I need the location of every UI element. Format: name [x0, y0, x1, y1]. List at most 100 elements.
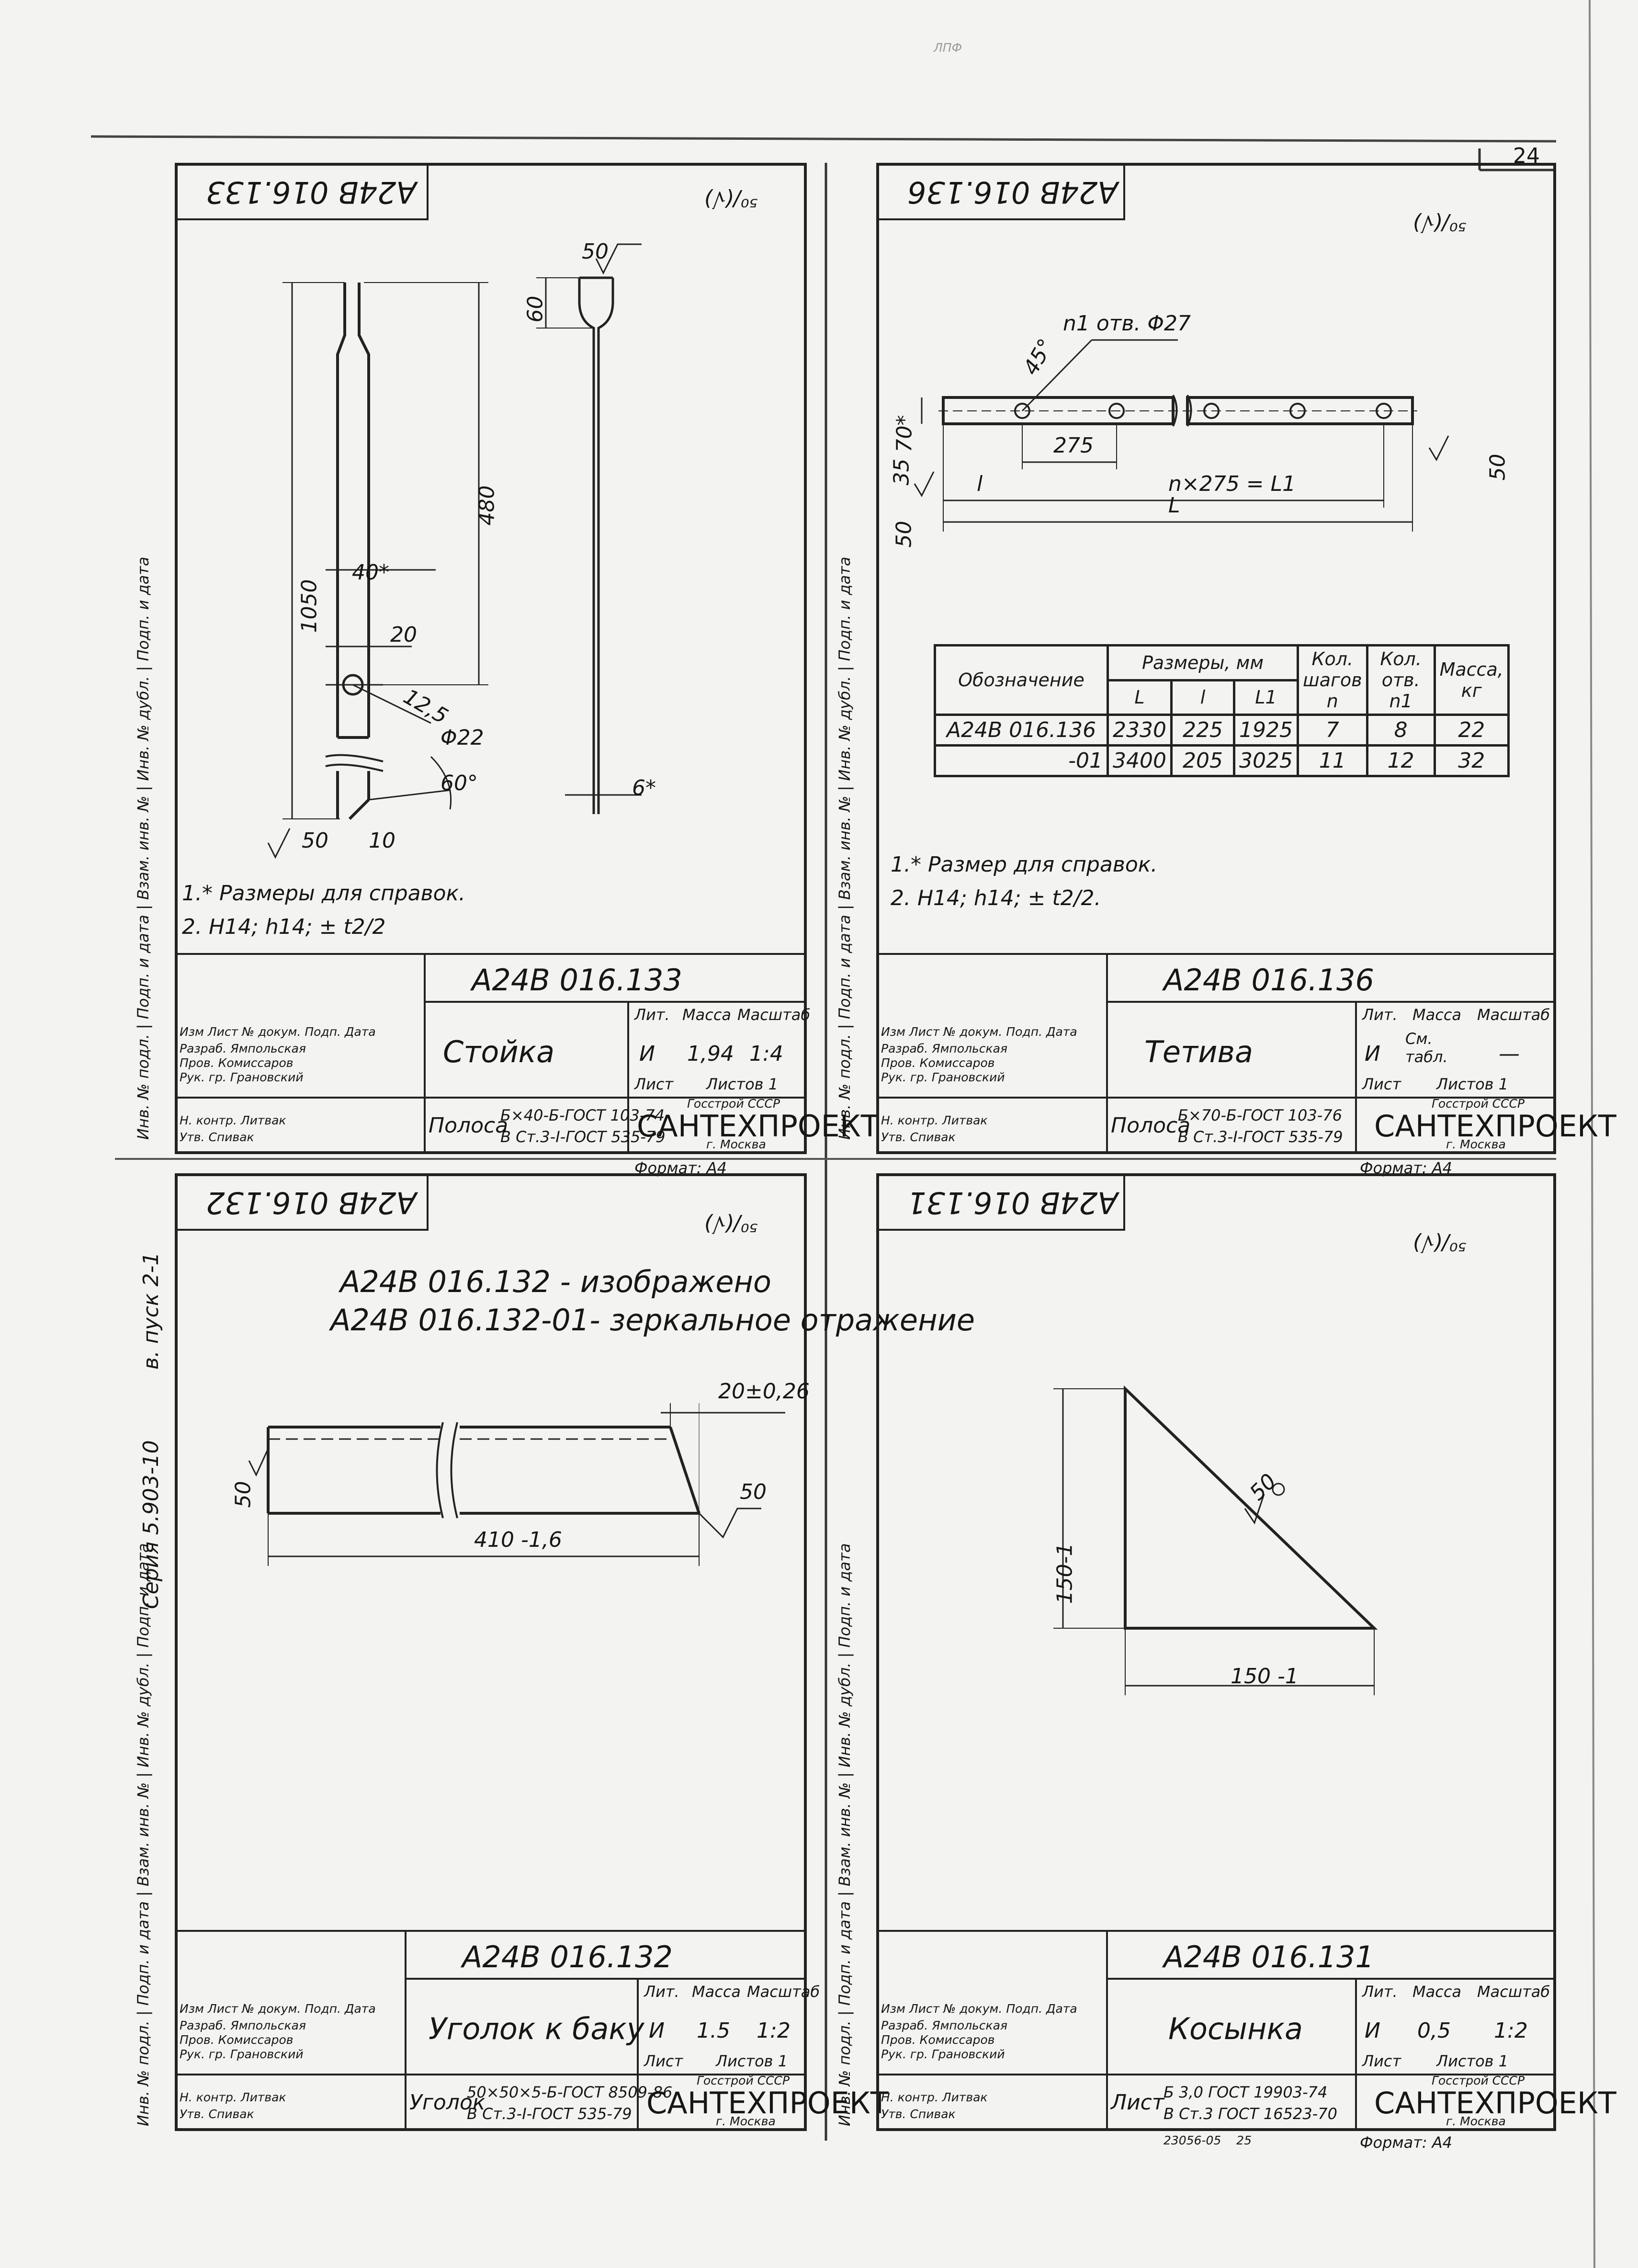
side-labels-bottom-right: Инв. № подл. | Подп. и дата | Взам. инв.… [836, 1543, 854, 2126]
mark-50-right-132: 50 [740, 1480, 767, 1504]
dim-height-70: 70* [892, 415, 917, 453]
mark-50-left-136: 50 [892, 521, 916, 548]
tb131-person-3: Литвак [942, 2090, 988, 2104]
tb136-person-2: Грановский [931, 1070, 1005, 1084]
tb133-sheet: Лист [634, 1075, 674, 1093]
spec-col-steps: Кол. шагов n [1296, 644, 1368, 716]
side-label-3: Инв. № дубл. [134, 1662, 152, 1768]
tb131-role-3: Н. контр. [881, 2090, 938, 2104]
top-mark: ЛПФ [934, 41, 962, 55]
tb132-role-0: Разраб. [180, 2019, 227, 2032]
series-note: Серия 5.903-10 [139, 1440, 163, 1609]
title-tab-133 [175, 163, 429, 220]
tb136-org1: Госстрой СССР [1432, 1097, 1525, 1111]
tb131-mat-prefix: Лист [1111, 2090, 1164, 2115]
tb136-role-3: Н. контр. [881, 1113, 938, 1127]
spec-table: Обозначение Размеры, мм Кол. шагов n Кол… [934, 644, 1510, 777]
tb132-person-1: Комиссаров [218, 2033, 294, 2047]
title-block-136-outline [876, 953, 1556, 1154]
note-2-133: 2. H14; h14; ± t2/2 [182, 915, 386, 939]
table-cell: 1925 [1232, 714, 1299, 747]
tb136-person-1: Комиссаров [919, 1056, 995, 1070]
dim-holes-label: n1 отв. Φ27 [1063, 311, 1191, 336]
table-cell: 3400 [1107, 744, 1173, 777]
tb133-org2: САНТЕХПРОЕКТ [637, 1109, 879, 1144]
dim-480: 480 [474, 485, 499, 526]
tb132-line-3 [405, 1930, 407, 2131]
tb133-mass: 1,94 [687, 1042, 734, 1066]
tb136-mat-2: В Ст.3-I-ГОСТ 535-79 [1178, 1128, 1343, 1146]
tb132-person-0: Ямпольская [230, 2019, 306, 2032]
side-label-0: Инв. № подл. [836, 1034, 854, 1140]
side-label-0: Инв. № подл. [134, 1034, 152, 1140]
tb131-footer-code: 23056-05 25 [1164, 2133, 1252, 2147]
tb136-col-2: № докум. [943, 1025, 1003, 1039]
table-cell: 3025 [1232, 744, 1299, 777]
side-label-3: Инв. № дубл. [134, 676, 152, 781]
tb136-mass-label: Масса [1412, 1006, 1462, 1024]
tb136-mat-1: Б×70-Б-ГОСТ 103-76 [1178, 1106, 1342, 1124]
tb132-line-1 [405, 1978, 807, 1980]
tb136-mass: См. табл. [1405, 1030, 1448, 1066]
tb131-col-3: Подп. [1006, 2002, 1042, 2016]
tb132-row-2: Пров. Комиссаров [180, 2033, 293, 2047]
tb131-mass-label: Масса [1412, 1983, 1462, 2001]
tb136-person-3: Литвак [942, 1113, 988, 1127]
tb133-person-2: Грановский [230, 1070, 304, 1084]
tb132-row-4: Н. контр. Литвак [180, 2090, 286, 2104]
title-block-132: А24В 016.132 Уголок к баку Лит. Масса Ма… [175, 1930, 889, 2131]
spec-sub-L: L [1107, 679, 1173, 716]
title-tab-code-131: А24В 016.131 [907, 1185, 1118, 1220]
tb136-code: А24В 016.136 [1164, 963, 1374, 998]
tb131-name: Косынка [1168, 2011, 1303, 2046]
tb132-mat-2: В Ст.3-I-ГОСТ 535-79 [467, 2105, 632, 2123]
tb133-role-3: Н. контр. [180, 1113, 237, 1127]
tb132-mass-label: Масса [692, 1983, 741, 2001]
side-labels-top-right: Инв. № подл. | Подп. и дата | Взам. инв.… [836, 556, 854, 1140]
spec-header-row: Обозначение Размеры, мм Кол. шагов n Кол… [934, 644, 1510, 716]
tb133-row-4: Н. контр. Литвак [180, 1113, 286, 1127]
tb132-col-0: Изм [180, 2002, 204, 2016]
tb133-mass-label: Масса [682, 1006, 732, 1024]
tb133-mat-prefix: Полоса [429, 1113, 508, 1138]
tb133-person-4: Спивак [208, 1130, 254, 1144]
table-cell: 7 [1296, 714, 1368, 747]
title-tab-132 [175, 1173, 429, 1231]
spec-col-designation: Обозначение [934, 644, 1109, 716]
issue-note: в. пуск 2-1 [139, 1252, 163, 1370]
roughness-mark-133: ⁵⁰/(√) [704, 187, 758, 211]
tb136-col-1: Лист [909, 1025, 940, 1039]
d132-line-1: А24В 016.132 - изображено [340, 1264, 771, 1299]
dim-10: 10 [369, 828, 395, 853]
side-labels-top-left: Инв. № подл. | Подп. и дата | Взам. инв.… [134, 556, 152, 1140]
tb133-person-3: Литвак [240, 1113, 286, 1127]
dim-pitch-formula: n×275 = L1 [1168, 472, 1296, 496]
d132-line-2: А24В 016.132-01- зеркальное отражение [330, 1303, 975, 1338]
tb132-mat-1: 50×50×5-Б-ГОСТ 8509-86 [467, 2083, 673, 2101]
tb132-org1: Госстрой СССР [697, 2074, 790, 2087]
dim-20: 20 [390, 623, 417, 647]
tb132-lit: И [649, 2019, 665, 2043]
table-cell: -01 [934, 744, 1109, 777]
roughness-mark-136: ⁵⁰/(√) [1412, 211, 1467, 235]
tb133-role-4: Утв. [180, 1130, 205, 1144]
tb132-row-1: Разраб. Ямпольская [180, 2019, 306, 2032]
tb132-role-1: Пров. [180, 2033, 215, 2047]
table-row: А24В 016.136 2330 225 1925 7 8 22 [934, 714, 1510, 747]
tb133-name: Стойка [443, 1034, 555, 1069]
tb131-code: А24В 016.131 [1164, 1939, 1374, 1974]
tb131-sheets: Листов 1 [1436, 2052, 1509, 2070]
tb131-line-3 [1106, 1930, 1108, 2131]
tb131-mat-1: Б 3,0 ГОСТ 19903-74 [1164, 2083, 1328, 2101]
table-cell: 8 [1366, 714, 1436, 747]
tb136-role-2: Рук. гр. [881, 1070, 928, 1084]
dim-height-150: 150-1 [1052, 1542, 1077, 1604]
tb136-lit-label: Лит. [1362, 1006, 1398, 1024]
dim-length-410: 410 -1,6 [474, 1528, 562, 1552]
tb131-org2: САНТЕХПРОЕКТ [1374, 2086, 1616, 2121]
tb136-sheet: Лист [1362, 1075, 1401, 1093]
part-drawing-tetiva [914, 339, 1449, 532]
tb136-mat-prefix: Полоса [1111, 1113, 1191, 1138]
side-label-2: Взам. инв. № [836, 1782, 854, 1886]
